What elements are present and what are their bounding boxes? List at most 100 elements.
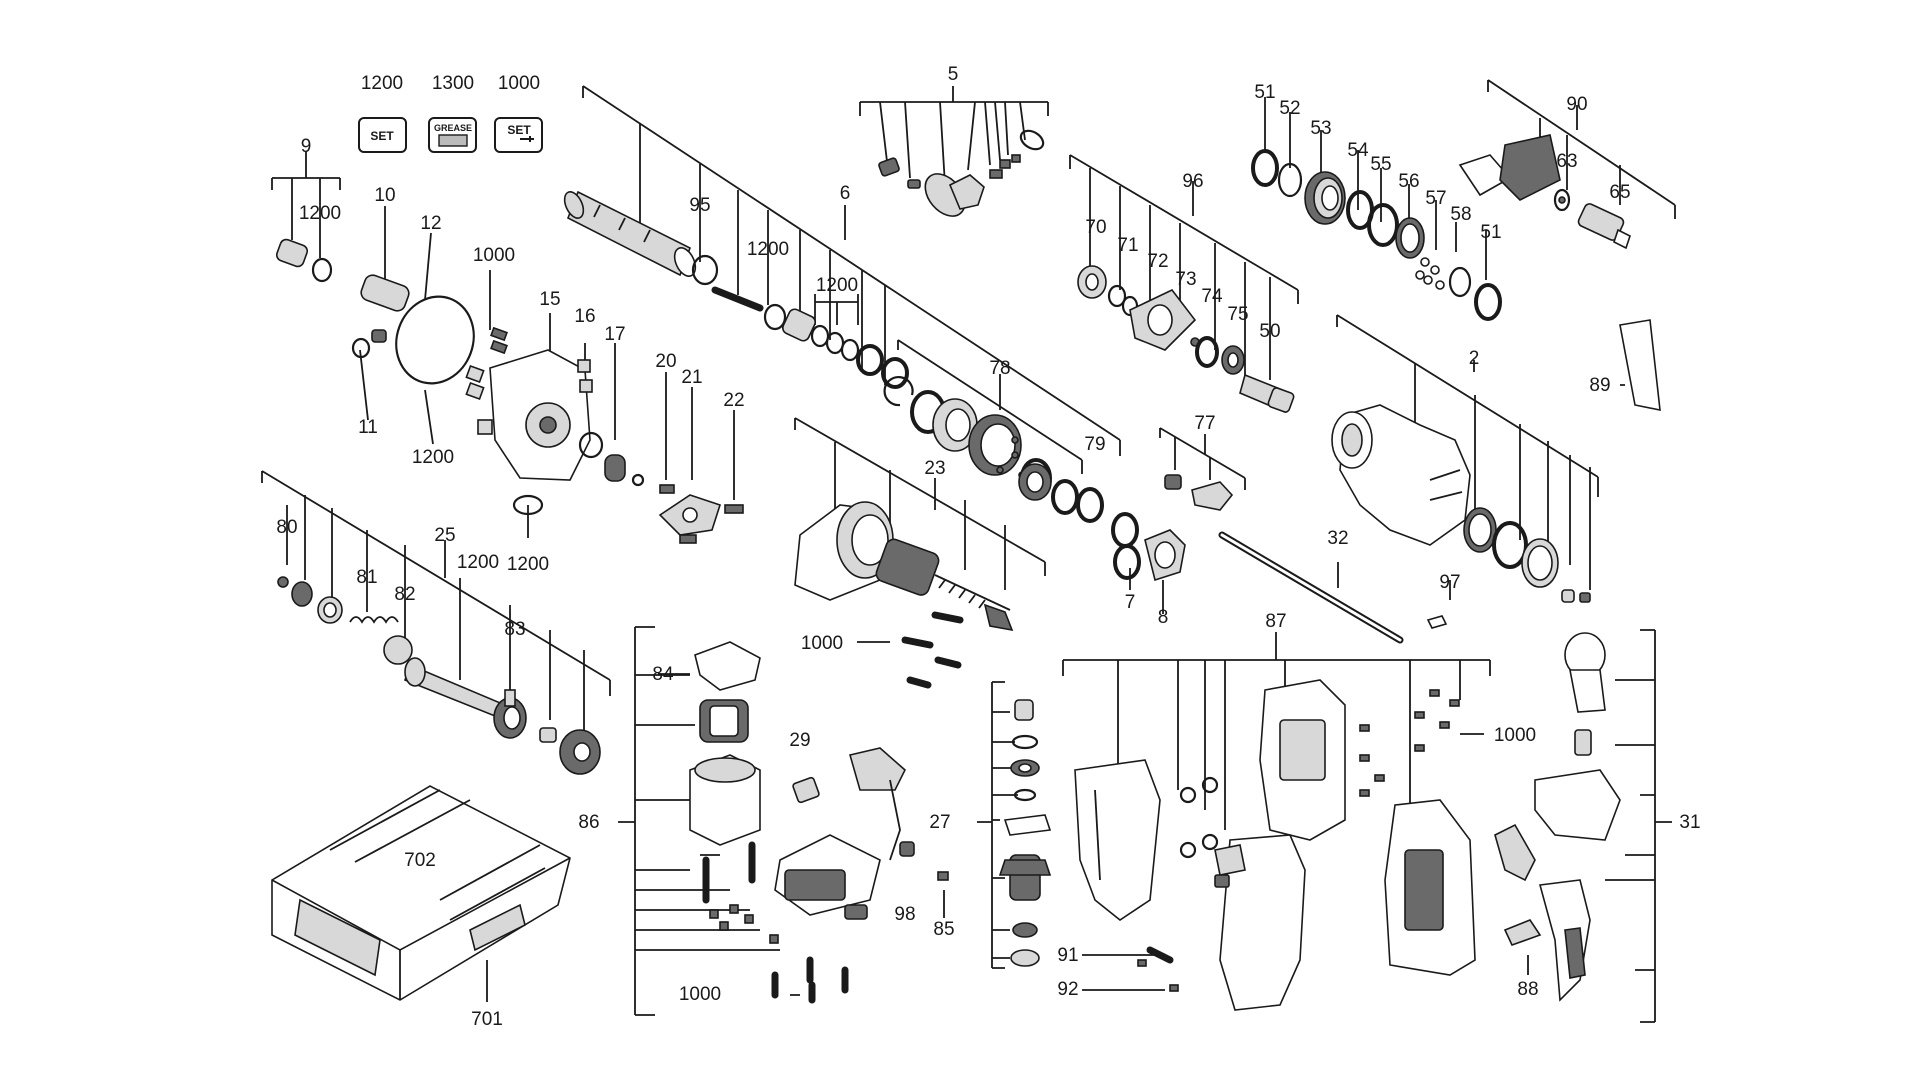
part-number: 57 <box>1425 188 1446 209</box>
part-95-spindle <box>563 190 719 286</box>
part-number: 86 <box>578 812 599 833</box>
part-group-84-86 <box>689 641 849 1004</box>
part-number: 1200 <box>299 203 341 224</box>
kit-icon-set-1000: 1000 SET <box>494 73 543 153</box>
kit-number: 1300 <box>432 73 474 94</box>
part-number: 1000 <box>801 633 843 654</box>
part-87-housing <box>1074 679 1476 1011</box>
part-number: 29 <box>789 730 810 751</box>
part-number: 96 <box>1182 171 1203 192</box>
part-number: 53 <box>1310 118 1331 139</box>
part-number: 31 <box>1679 812 1700 833</box>
part-number: 25 <box>434 525 455 546</box>
part-number: 97 <box>1439 572 1460 593</box>
part-group-51-58 <box>1251 149 1502 321</box>
kit-icon-set-1200: 1200 SET <box>358 73 407 153</box>
part-number: 32 <box>1327 528 1348 549</box>
part-number: 6 <box>840 183 851 204</box>
part-2-front-housing <box>1331 404 1591 603</box>
part-number: 51 <box>1480 222 1501 243</box>
part-number: 21 <box>681 367 702 388</box>
part-number: 63 <box>1556 151 1577 172</box>
callout-lines <box>261 79 1676 1023</box>
part-number: 1000 <box>473 245 515 266</box>
part-701-carrying-case <box>271 785 571 1001</box>
part-number: 89 <box>1589 375 1610 396</box>
part-group-96 <box>1077 265 1295 414</box>
kit-label: GREASE <box>434 123 472 133</box>
part-number: 58 <box>1450 204 1471 225</box>
part-number: 1000 <box>679 984 721 1005</box>
part-number: 56 <box>1398 171 1419 192</box>
part-number: 91 <box>1057 945 1078 966</box>
part-10-12 <box>351 274 475 385</box>
part-number: 9 <box>301 136 312 157</box>
part-number: 95 <box>689 195 710 216</box>
part-number: 87 <box>1265 611 1286 632</box>
part-number: 1200 <box>457 552 499 573</box>
part-32-rod <box>1218 531 1404 644</box>
part-number: 81 <box>356 567 377 588</box>
part-number: 54 <box>1347 140 1369 161</box>
part-89 <box>1619 319 1661 411</box>
part-number: 1200 <box>747 239 789 260</box>
part-number: 65 <box>1609 182 1630 203</box>
part-number: 73 <box>1175 269 1196 290</box>
part-number: 77 <box>1194 413 1215 434</box>
part-number: 1200 <box>507 554 549 575</box>
part-number: 55 <box>1370 154 1391 175</box>
part-number: 1200 <box>816 275 858 296</box>
part-number: 83 <box>504 619 525 640</box>
part-number: 78 <box>989 358 1010 379</box>
part-number: 702 <box>404 850 436 871</box>
part-20-21-22 <box>658 484 744 544</box>
part-number: 72 <box>1147 251 1168 272</box>
grease-tube-icon <box>438 134 468 147</box>
part-number-labels: 5 9 1200 10 12 1000 15 16 17 11 1200 120… <box>276 64 1700 1030</box>
part-90-chuck <box>1458 134 1631 250</box>
part-number: 15 <box>539 289 560 310</box>
part-number: 51 <box>1254 82 1275 103</box>
part-number: 11 <box>358 417 378 438</box>
part-number: 90 <box>1566 94 1587 115</box>
part-number: 7 <box>1125 592 1136 613</box>
part-number: 23 <box>924 458 945 479</box>
part-number: 27 <box>929 812 950 833</box>
part-number: 17 <box>604 324 625 345</box>
part-15-gear-housing <box>465 326 645 516</box>
part-number: 5 <box>948 64 959 85</box>
part-number: 75 <box>1227 304 1248 325</box>
kit-icon-grease-1300: 1300 GREASE <box>428 73 477 153</box>
part-number: 71 <box>1117 235 1138 256</box>
kit-number: 1000 <box>498 73 540 94</box>
kit-number: 1200 <box>361 73 403 94</box>
part-group-27 <box>937 699 1052 967</box>
part-number: 12 <box>420 213 441 234</box>
part-group-80-83 <box>277 576 601 775</box>
part-number: 74 <box>1201 286 1223 307</box>
part-97 <box>1426 615 1448 629</box>
part-group-31-88 <box>1494 632 1621 1002</box>
kit-label: SET <box>507 123 531 137</box>
part-number: 79 <box>1084 434 1105 455</box>
part-number: 52 <box>1279 98 1300 119</box>
part-number: 20 <box>655 351 676 372</box>
part-number: 8 <box>1158 607 1169 628</box>
part-number: 10 <box>374 185 395 206</box>
part-number: 98 <box>894 904 915 925</box>
part-77 <box>1164 474 1234 511</box>
part-number: 1200 <box>412 447 454 468</box>
part-78-gear <box>910 390 1104 523</box>
part-number: 22 <box>723 390 744 411</box>
part-1000-screws <box>1359 689 1460 797</box>
part-group-5 <box>878 129 1045 217</box>
part-number: 50 <box>1259 321 1280 342</box>
screw-icon <box>520 136 534 142</box>
part-number: 701 <box>471 1009 503 1030</box>
part-number: 82 <box>394 584 415 605</box>
part-group-29-98 <box>774 611 964 920</box>
part-number: 84 <box>652 664 674 685</box>
part-number: 1000 <box>1494 725 1536 746</box>
part-23-motor <box>794 501 1014 632</box>
